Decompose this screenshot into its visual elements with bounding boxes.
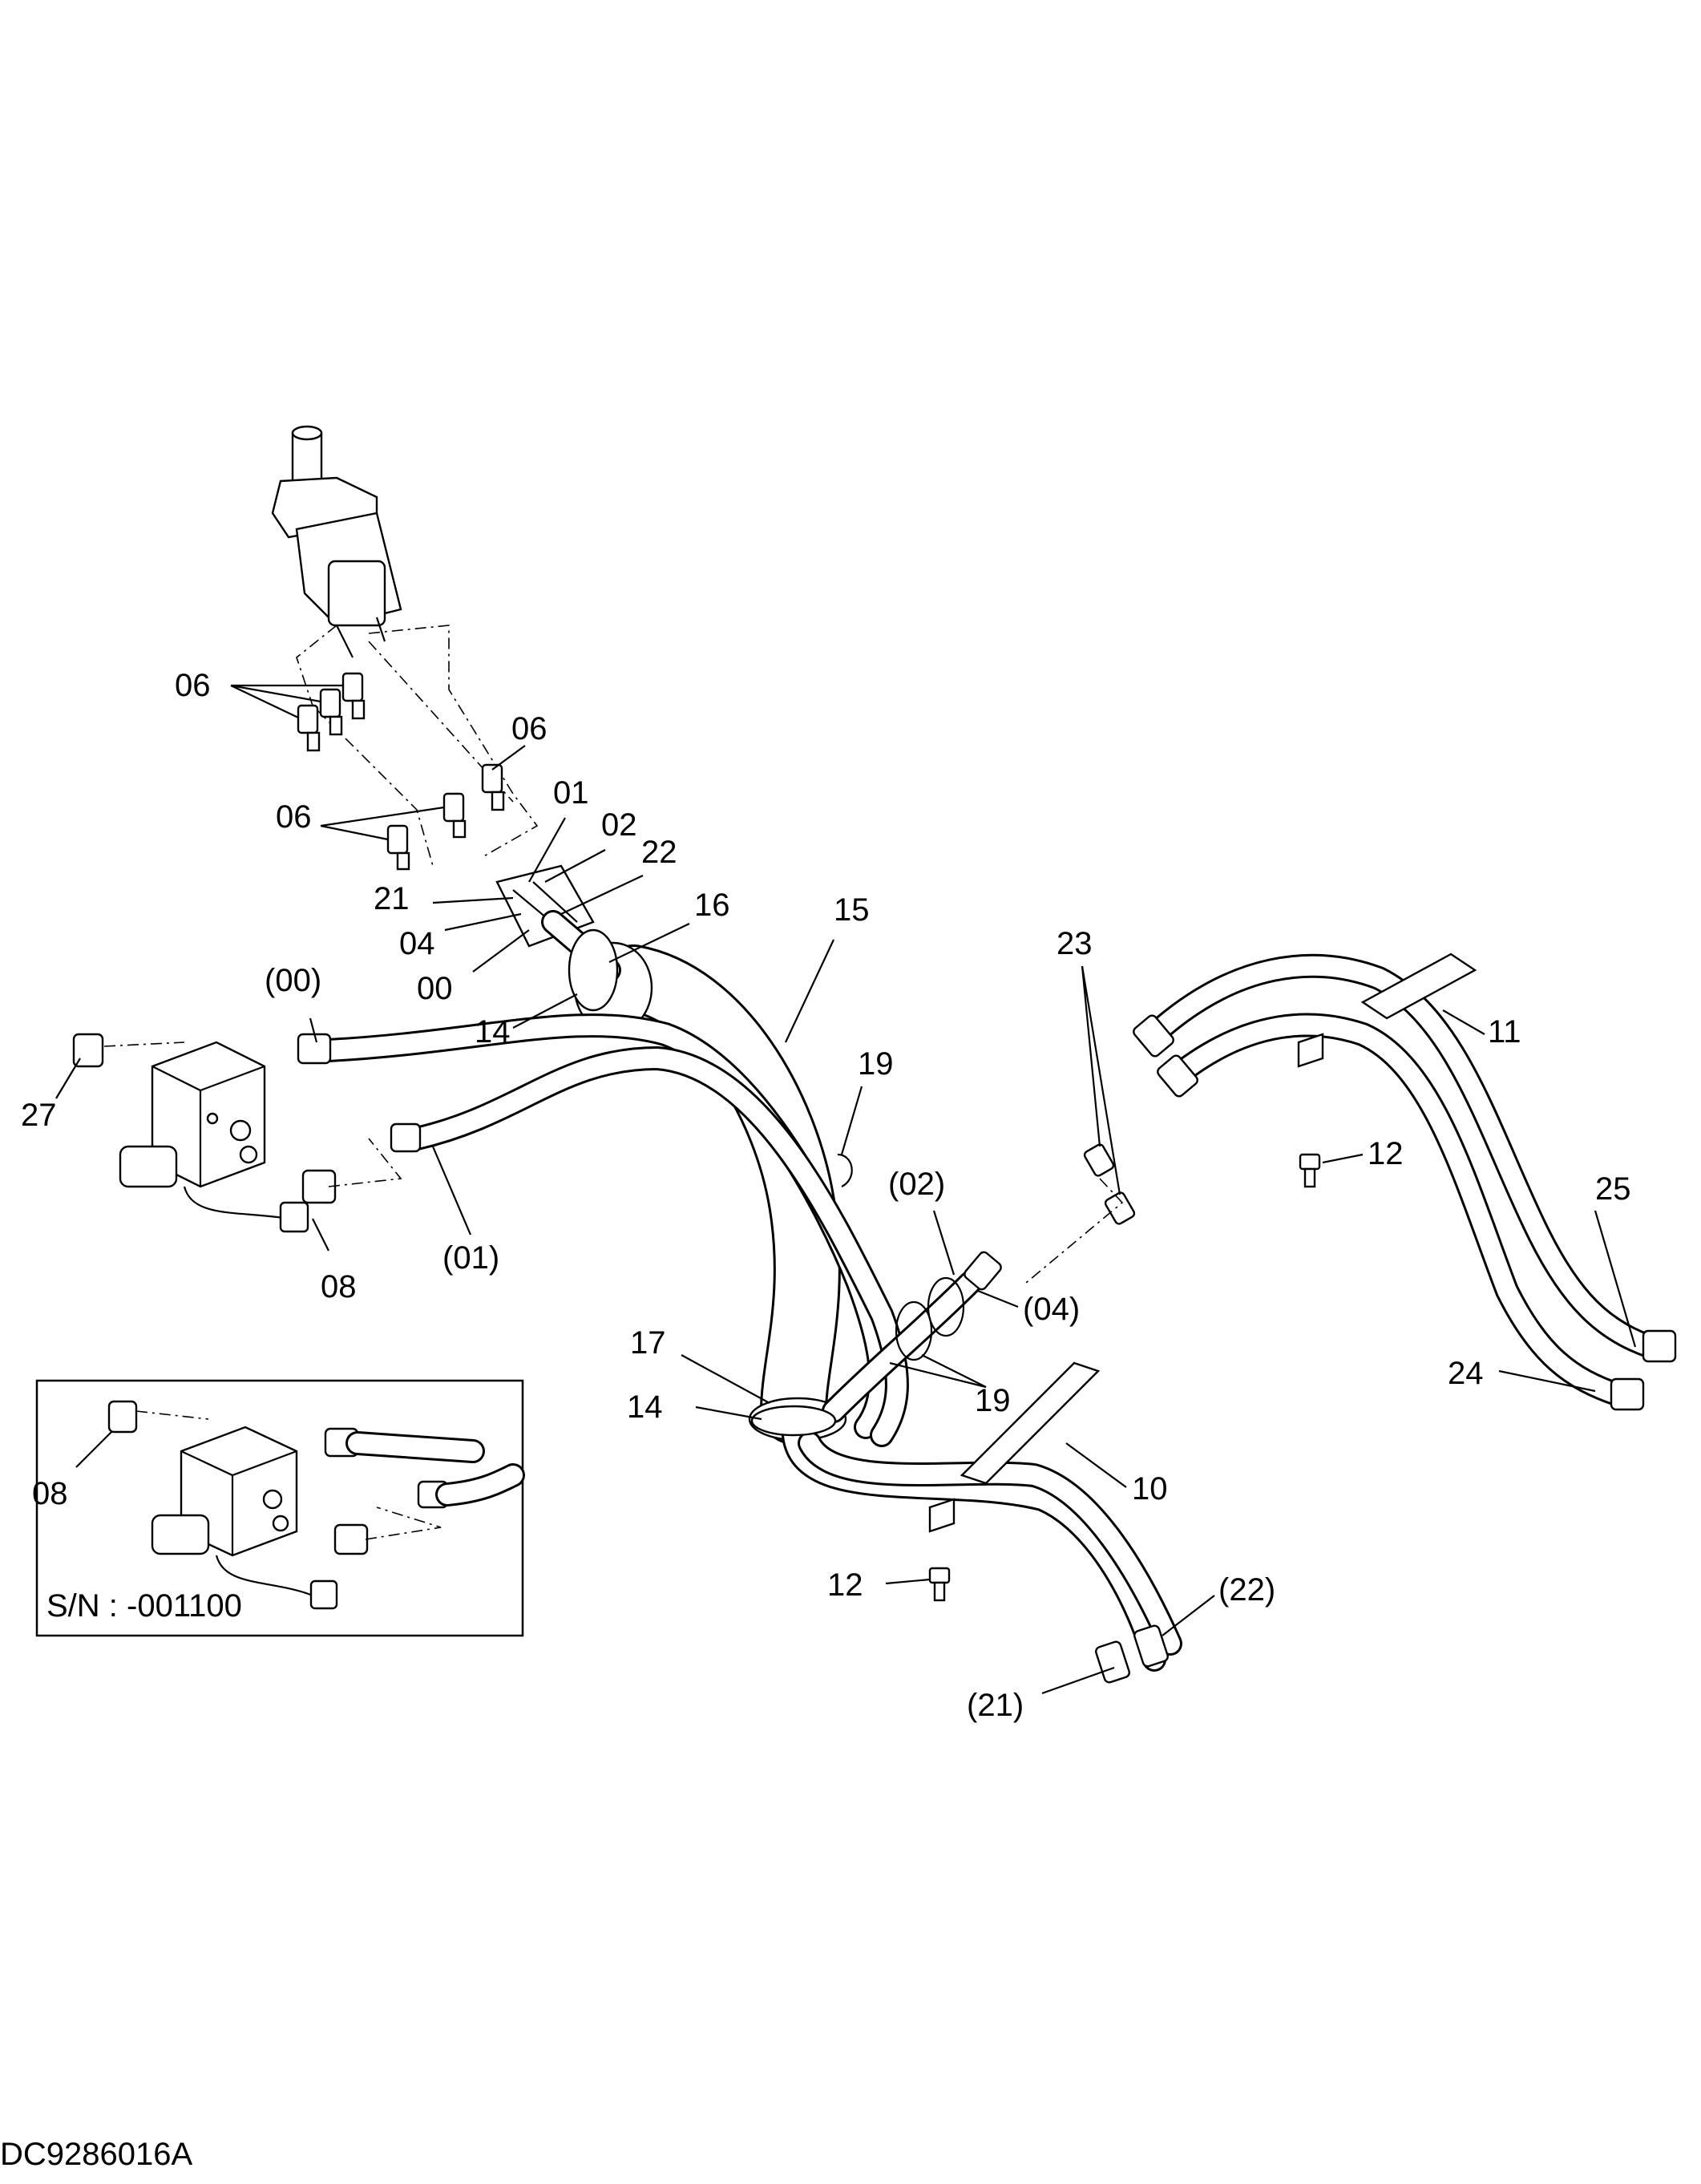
callout-17: 17 bbox=[630, 1325, 666, 1361]
callout-16: 16 bbox=[694, 888, 730, 923]
inset-callout-08: 08 bbox=[32, 1476, 68, 1511]
callout-24: 24 bbox=[1448, 1356, 1484, 1391]
fittings-06-lower bbox=[386, 792, 467, 871]
callout-25: 25 bbox=[1595, 1171, 1631, 1207]
callout-21: 21 bbox=[374, 881, 410, 916]
hoses-mid-right bbox=[822, 1251, 1002, 1423]
callout-06-upper: 06 bbox=[175, 668, 211, 703]
fittings-23 bbox=[1025, 1143, 1136, 1284]
bracket-11 bbox=[1297, 952, 1477, 1068]
callout-21-parenthesized: (21) bbox=[967, 1688, 1024, 1723]
callout-11: 11 bbox=[1488, 1014, 1521, 1050]
callout-12-upper: 12 bbox=[1368, 1136, 1404, 1171]
callout-02-parenthesized: (02) bbox=[888, 1167, 945, 1202]
callout-12-lower: 12 bbox=[827, 1567, 863, 1603]
inset-panel: 08 S/N : -001100 bbox=[32, 1379, 525, 1637]
callout-04-parenthesized: (04) bbox=[1023, 1292, 1080, 1327]
callout-02: 02 bbox=[601, 807, 637, 843]
hoses-right-long bbox=[1133, 953, 1677, 1411]
callout-06-lower: 06 bbox=[276, 799, 312, 835]
callout-22: 22 bbox=[641, 835, 677, 870]
callout-27: 27 bbox=[21, 1098, 57, 1133]
callout-01-parenthesized: (01) bbox=[442, 1240, 499, 1276]
callout-19-lower: 19 bbox=[975, 1383, 1011, 1418]
callout-01: 01 bbox=[553, 775, 589, 811]
callout-08: 08 bbox=[321, 1269, 357, 1304]
bolt-12-lower bbox=[928, 1567, 951, 1602]
callout-00-parenthesized: (00) bbox=[265, 963, 321, 998]
callout-labels: 06 06 06 01 02 22 21 16 15 04 00 14 (00)… bbox=[21, 668, 1631, 1723]
fittings-06-upper bbox=[297, 672, 366, 752]
pilot-valve-dash-lines bbox=[296, 625, 539, 867]
fitting-06-right bbox=[481, 763, 505, 811]
clamps bbox=[568, 928, 837, 1437]
callout-04: 04 bbox=[399, 926, 435, 961]
leader-lines bbox=[55, 684, 1637, 1695]
callout-14-lower: 14 bbox=[627, 1389, 663, 1425]
callout-19-upper: 19 bbox=[858, 1046, 894, 1082]
callout-10: 10 bbox=[1132, 1471, 1168, 1507]
clip-19 bbox=[837, 1153, 853, 1187]
callout-22-parenthesized: (22) bbox=[1218, 1572, 1275, 1608]
valve-block bbox=[72, 1033, 402, 1233]
bracket-10 bbox=[928, 1361, 1101, 1533]
hoses-bottom bbox=[782, 1423, 1182, 1684]
document-code: DC9286016A bbox=[0, 2137, 192, 2172]
callout-23: 23 bbox=[1057, 926, 1093, 961]
callout-15: 15 bbox=[834, 892, 870, 928]
callout-14-upper: 14 bbox=[475, 1014, 511, 1050]
inset-serial-number: S/N : -001100 bbox=[46, 1588, 242, 1624]
pilot-valve bbox=[271, 425, 402, 658]
callout-00: 00 bbox=[417, 971, 453, 1006]
callout-06-right: 06 bbox=[511, 711, 547, 746]
bolt-12-upper bbox=[1299, 1153, 1321, 1188]
